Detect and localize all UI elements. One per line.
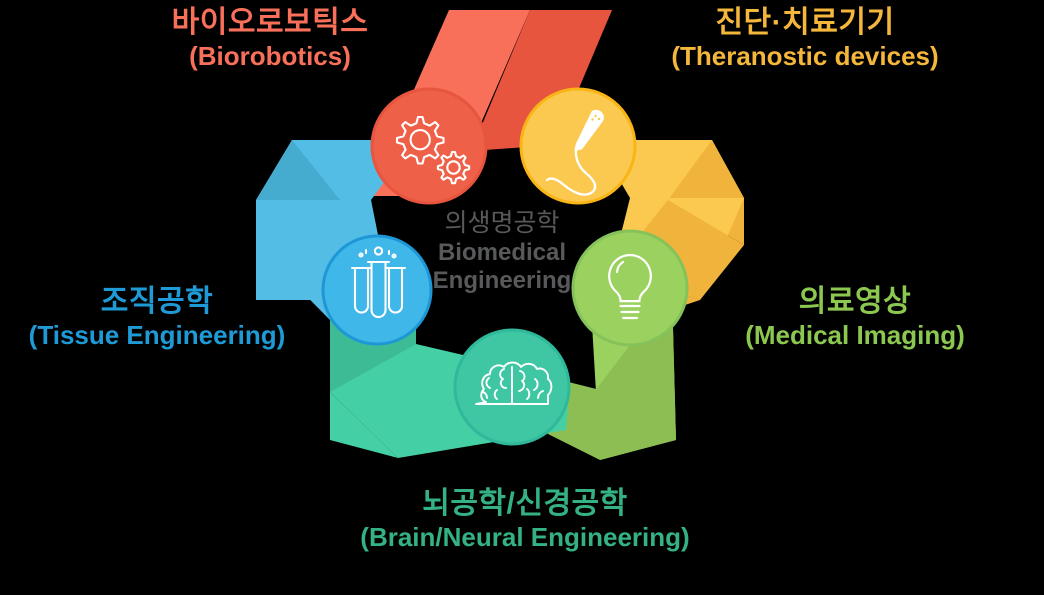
label-theranostic-en: (Theranostic devices) bbox=[671, 40, 939, 71]
label-theranostic: 진단·치료기기 (Theranostic devices) bbox=[590, 6, 1020, 71]
probe-icon bbox=[545, 109, 604, 196]
label-brain-neural-ko: 뇌공학/신경공학 bbox=[422, 487, 628, 520]
label-tissue-engineering-ko: 조직공학 bbox=[100, 285, 214, 318]
label-tissue-engineering-en: (Tissue Engineering) bbox=[28, 319, 286, 350]
node-medical-imaging[interactable] bbox=[571, 229, 689, 347]
label-theranostic-ko: 진단·치료기기 bbox=[715, 6, 895, 39]
node-tissue-engineering[interactable] bbox=[321, 234, 433, 346]
node-tissue-engineering-circle[interactable] bbox=[321, 234, 433, 346]
center-title: 의생명공학 Biomedical Engineering bbox=[402, 209, 602, 295]
label-biorobotics: 바이오로보틱스 (Biorobotics) bbox=[60, 6, 480, 71]
node-biorobotics[interactable] bbox=[370, 87, 488, 205]
node-medical-imaging-circle[interactable] bbox=[571, 229, 689, 347]
brain-icon bbox=[475, 361, 553, 405]
label-biorobotics-en: (Biorobotics) bbox=[189, 40, 351, 71]
label-medical-imaging: 의료영상 (Medical Imaging) bbox=[690, 285, 1020, 350]
node-theranostic[interactable] bbox=[519, 87, 637, 205]
center-title-en2: Engineering bbox=[432, 266, 572, 294]
ribbon-biorobotics-right bbox=[471, 10, 612, 151]
lightbulb-icon bbox=[608, 253, 652, 320]
test-tubes-icon bbox=[350, 246, 407, 319]
gears-icon bbox=[395, 115, 471, 185]
ribbon-brain-fold bbox=[330, 392, 398, 458]
label-medical-imaging-ko: 의료영상 bbox=[798, 285, 912, 318]
label-tissue-engineering: 조직공학 (Tissue Engineering) bbox=[0, 285, 322, 350]
center-title-en1: Biomedical bbox=[437, 238, 567, 266]
label-brain-neural: 뇌공학/신경공학 (Brain/Neural Engineering) bbox=[300, 487, 750, 552]
center-title-ko: 의생명공학 bbox=[444, 209, 560, 237]
node-biorobotics-circle[interactable] bbox=[370, 87, 488, 205]
node-brain-neural[interactable] bbox=[453, 328, 571, 446]
label-medical-imaging-en: (Medical Imaging) bbox=[745, 319, 965, 350]
label-brain-neural-en: (Brain/Neural Engineering) bbox=[360, 521, 690, 552]
label-biorobotics-ko: 바이오로보틱스 bbox=[171, 6, 369, 39]
